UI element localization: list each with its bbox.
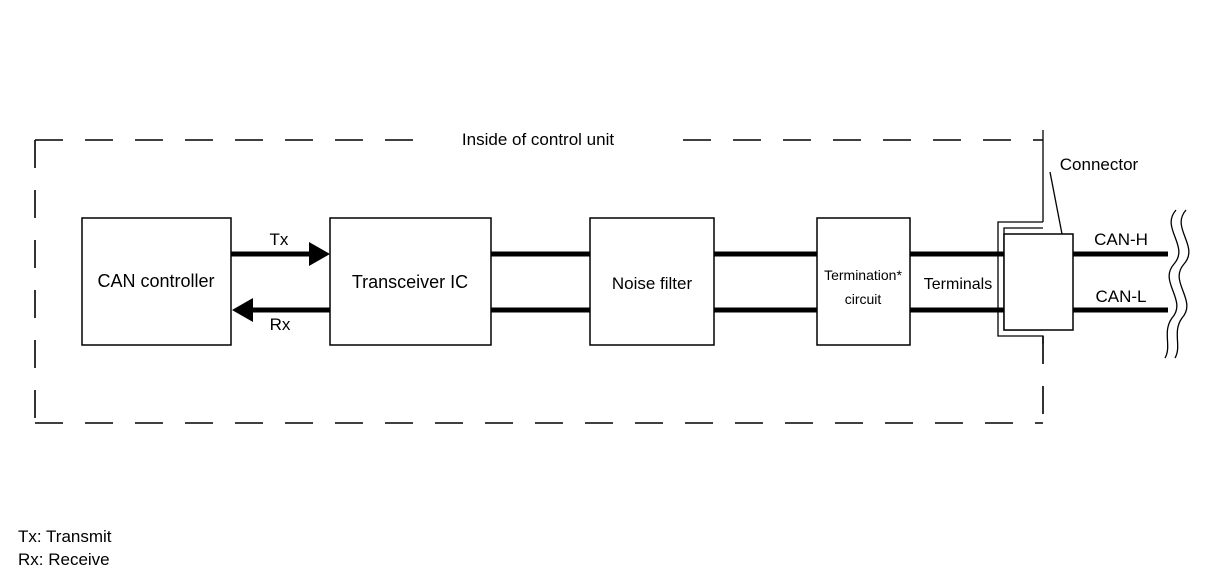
wire-break-mark [1164,209,1180,359]
noise-filter-block [589,217,715,346]
legend: Tx: Transmit Rx: Receive [18,525,112,571]
noise-filter-label: Noise filter [612,274,693,293]
legend-item-rx: Rx: Receive [18,550,110,569]
can-l-label: CAN-L [1095,287,1146,306]
control-unit-boundary [34,130,1044,424]
can-controller-block [81,217,232,346]
terminals-label: Terminals [924,276,992,293]
rx-arrowhead [232,298,253,322]
termination-circuit-block [816,217,911,346]
legend-item-tx: Tx: Transmit [18,527,112,546]
termination-label-line1: Termination* [824,267,902,283]
can-h-label: CAN-H [1094,230,1148,249]
connector-label: Connector [1060,155,1139,174]
wire-break-mark [1174,209,1190,359]
boundary-label: Inside of control unit [462,130,614,149]
connector-leader-line [1049,171,1063,235]
tx-label: Tx [270,230,289,249]
can-controller-label: CAN controller [97,271,214,291]
transceiver-block [329,217,492,346]
transceiver-label: Transceiver IC [352,272,468,292]
connector [997,221,1074,344]
tx-arrowhead [309,242,330,266]
termination-label-line2: circuit [845,291,882,307]
rx-label: Rx [270,315,291,334]
